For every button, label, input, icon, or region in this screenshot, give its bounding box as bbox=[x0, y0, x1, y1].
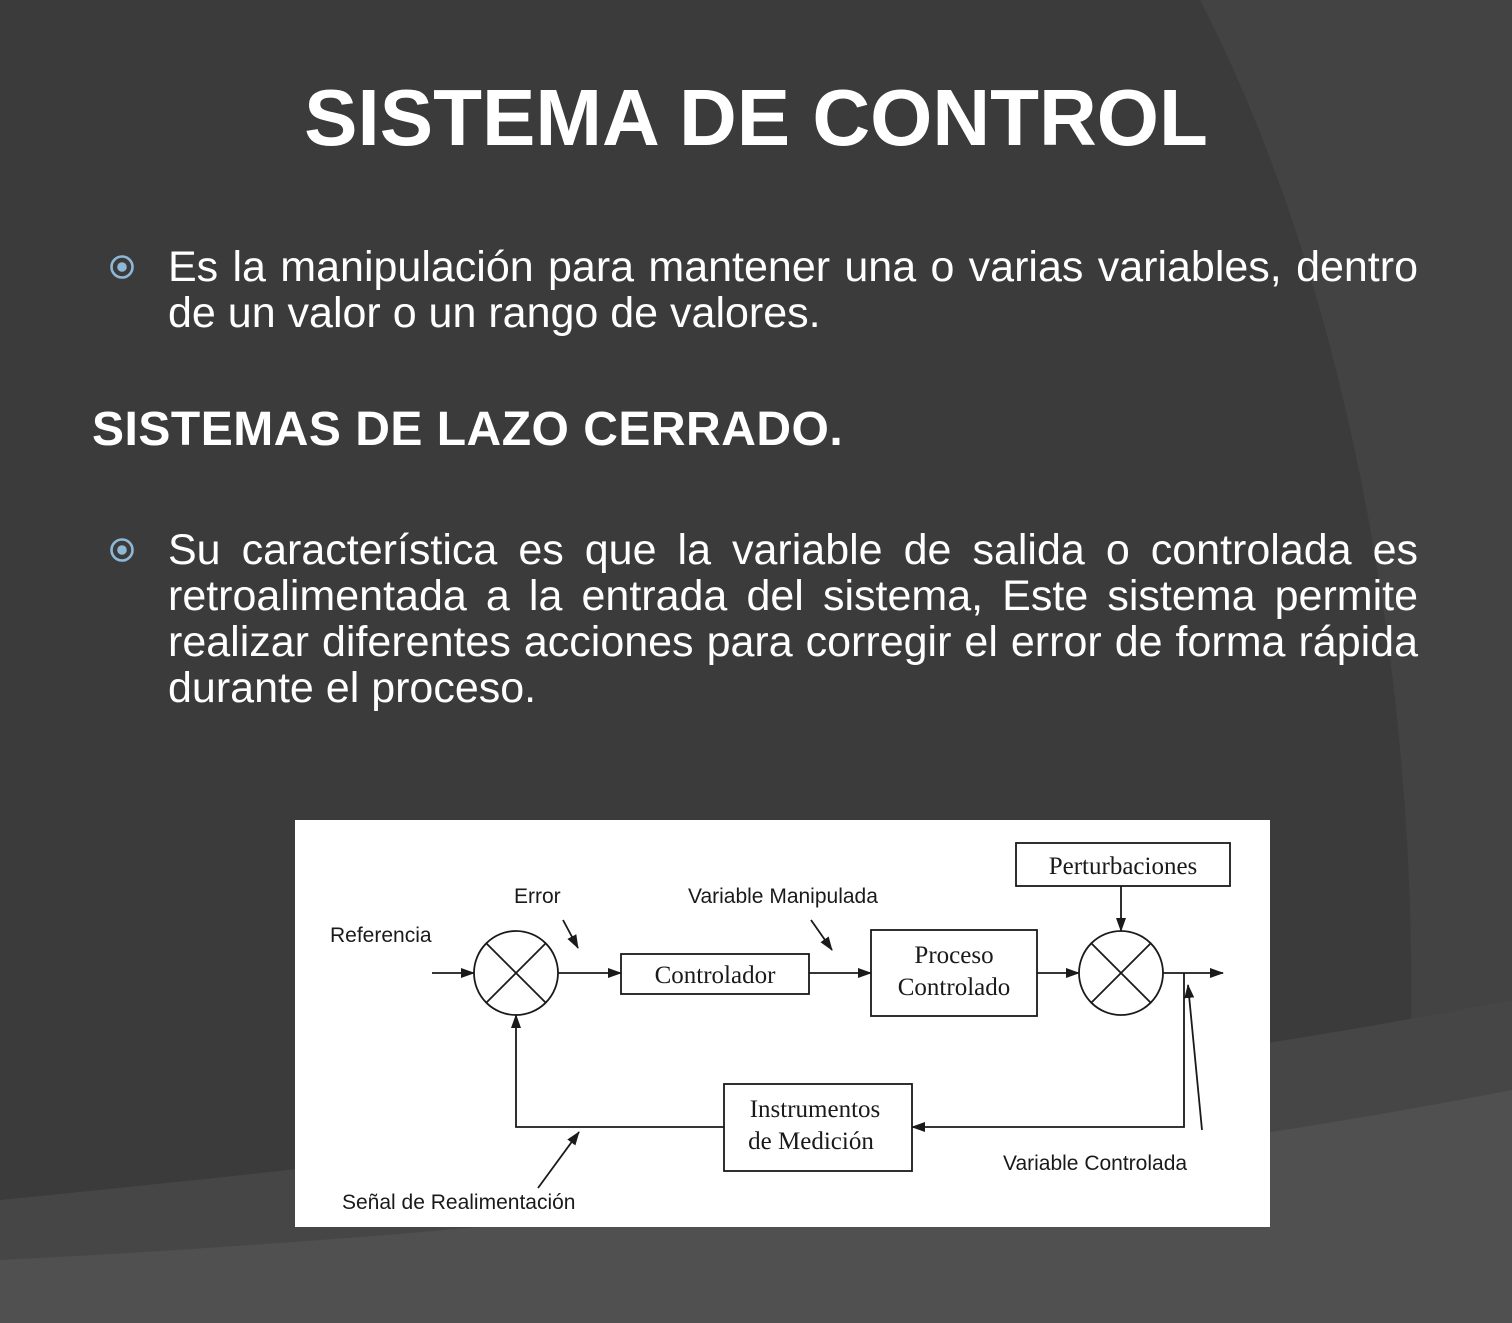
pointer-senal-realimentacion bbox=[537, 1131, 580, 1189]
feedback-line-output bbox=[911, 973, 1185, 1132]
label-variable-manipulada: Variable Manipulada bbox=[688, 885, 878, 908]
section-heading: SISTEMAS DE LAZO CERRADO. bbox=[92, 403, 844, 456]
block-instrumentos-label-line1: Instrumentos bbox=[750, 1096, 881, 1123]
pointer-variable-controlada bbox=[1184, 984, 1203, 1131]
label-referencia: Referencia bbox=[330, 924, 432, 947]
label-variable-controlada: Variable Controlada bbox=[1003, 1152, 1187, 1175]
block-proceso-label-line2: Controlado bbox=[898, 974, 1011, 1001]
block-controlador-label: Controlador bbox=[655, 962, 776, 989]
pointer-error bbox=[562, 919, 579, 949]
circled-dot-bullet-icon bbox=[110, 538, 134, 562]
block-instrumentos-label-line2: de Medición bbox=[748, 1128, 874, 1155]
closed-loop-block-diagram: Controlador Proceso Controlado Perturbac… bbox=[295, 820, 1270, 1227]
bullet-item-definition: Es la manipulación para mantener una o v… bbox=[110, 243, 1418, 337]
label-error: Error bbox=[514, 885, 561, 908]
summing-junction-input bbox=[473, 930, 559, 1016]
pointer-variable-manipulada bbox=[810, 919, 833, 951]
bullet-text-definition: Es la manipulación para mantener una o v… bbox=[168, 243, 1418, 337]
slide-title: SISTEMA DE CONTROL bbox=[304, 73, 1208, 162]
block-perturbaciones bbox=[1015, 842, 1231, 887]
summing-junction-disturbance bbox=[1078, 930, 1164, 1016]
feedback-line-return bbox=[511, 1014, 724, 1128]
block-proceso-label-line1: Proceso bbox=[914, 942, 993, 969]
bullet-item-closed-loop: Su característica es que la variable de … bbox=[110, 526, 1418, 712]
block-perturbaciones-label: Perturbaciones bbox=[1049, 853, 1198, 880]
bullet-text-closed-loop: Su característica es que la variable de … bbox=[168, 526, 1418, 712]
label-senal-realimentacion: Señal de Realimentación bbox=[342, 1191, 575, 1214]
circled-dot-bullet-icon bbox=[110, 255, 134, 279]
